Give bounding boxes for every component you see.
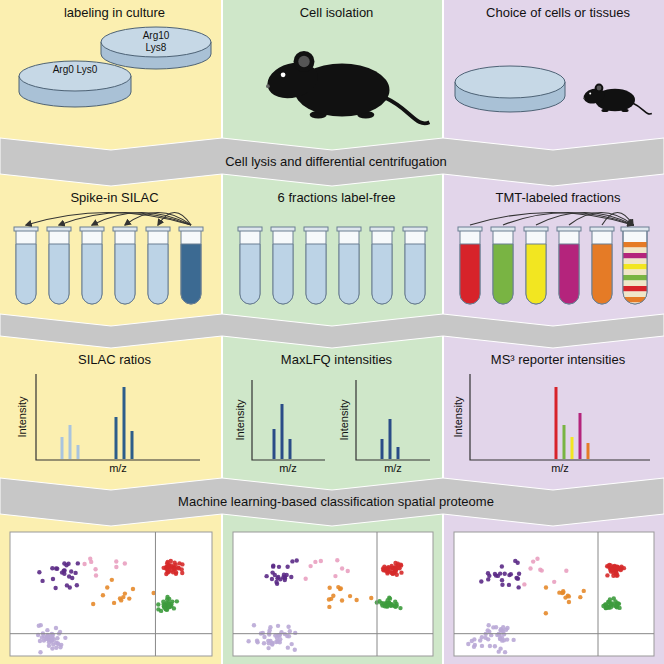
step-label: Machine learning-based classification sp… xyxy=(0,494,664,510)
panel-heading: MS³ reporter intensities xyxy=(444,352,664,368)
transfer-arrow xyxy=(536,213,633,226)
test-tube xyxy=(14,227,38,304)
spectrum-peak xyxy=(273,429,276,459)
test-tube xyxy=(304,227,328,304)
panel-cell: Choice of cells or tissues xyxy=(444,0,664,138)
spectrum-peak xyxy=(579,413,582,459)
test-tube xyxy=(80,227,104,304)
step-band xyxy=(0,314,664,348)
panel-cell: Spike-in SILAC xyxy=(0,186,229,314)
axis-label-y: Intensity xyxy=(338,400,351,441)
plot-axis xyxy=(470,374,650,460)
step-band: Cell lysis and differential centrifugati… xyxy=(0,138,664,186)
test-tube xyxy=(337,227,361,304)
scatter-plot xyxy=(233,532,433,656)
panel-heading: TMT-labeled fractions xyxy=(444,190,664,206)
spectrum-peak xyxy=(115,417,118,459)
spectrum-peak xyxy=(61,437,64,459)
transfer-arrow xyxy=(59,213,191,226)
test-tube xyxy=(590,227,614,304)
transfer-arrow xyxy=(125,213,191,226)
panel-heading: 6 fractions label-free xyxy=(223,190,450,206)
panel-heading: MaxLFQ intensities xyxy=(223,352,450,368)
spectrum-peak xyxy=(289,439,292,459)
transfer-arrow xyxy=(26,213,191,226)
test-tube xyxy=(621,227,649,308)
spectrum-peak xyxy=(555,387,558,459)
test-tube xyxy=(146,227,170,304)
spectrum-peak xyxy=(397,447,400,459)
test-tube xyxy=(524,227,548,304)
plot-axis xyxy=(356,380,430,460)
culture-dish xyxy=(455,66,565,112)
panel-heading: SILAC ratios xyxy=(0,352,229,368)
mouse-icon xyxy=(582,84,652,114)
panel-heading: Cell isolation xyxy=(223,5,450,21)
panel-heading: Spike-in SILAC xyxy=(0,190,229,206)
panel-heading: Choice of cells or tissues xyxy=(444,5,664,21)
axis-label-y: Intensity xyxy=(16,397,29,438)
spectrum-peak xyxy=(69,425,72,459)
test-tube xyxy=(271,227,295,304)
spectrum-peak xyxy=(571,437,574,459)
step-band: Machine learning-based classification sp… xyxy=(0,478,664,526)
mouse-icon xyxy=(263,51,429,123)
spectrum-peak xyxy=(281,404,284,459)
plot-axis xyxy=(252,380,325,460)
transfer-arrow xyxy=(569,213,633,226)
test-tube xyxy=(238,227,262,304)
axis-label-x: m/z xyxy=(551,462,569,475)
spectrum-peak xyxy=(381,439,384,459)
axis-label-y: Intensity xyxy=(452,397,465,438)
spectrum-peak xyxy=(123,387,126,459)
panel-heading: labeling in culture xyxy=(0,5,229,21)
axis-label-y: Intensity xyxy=(234,400,247,441)
spectrum-peak xyxy=(587,443,590,459)
panel-cell: TMT-labeled fractions xyxy=(444,186,664,314)
dish-label: Arg0 Lys0 xyxy=(52,64,98,76)
transfer-arrow xyxy=(470,213,633,226)
test-tube xyxy=(403,227,427,304)
axis-label-x: m/z xyxy=(279,462,297,475)
test-tube xyxy=(458,227,482,304)
spectrum-peak xyxy=(563,425,566,459)
dish-label: Arg10 Lys8 xyxy=(133,30,179,54)
spectrum-peak xyxy=(389,419,392,459)
test-tube xyxy=(557,227,581,304)
test-tube xyxy=(113,227,137,304)
panel-cell: SILAC ratios xyxy=(0,348,229,478)
test-tube xyxy=(179,227,203,304)
panel-cell: 6 fractions label-free xyxy=(223,186,450,314)
axis-label-x: m/z xyxy=(384,462,402,475)
transfer-arrow xyxy=(503,213,633,226)
transfer-arrow xyxy=(92,213,191,226)
panel-cell: labeling in cultureArg10 Lys8Arg0 Lys0 xyxy=(0,0,229,138)
spectrum-peak xyxy=(77,445,80,459)
culture-dish: Arg0 Lys0 xyxy=(18,60,132,110)
panel-cell: Cell isolation xyxy=(223,0,450,138)
spectrum-peak xyxy=(131,431,134,459)
axis-label-x: m/z xyxy=(109,462,127,475)
panel-cell: MS³ reporter intensities xyxy=(444,348,664,478)
step-label: Cell lysis and differential centrifugati… xyxy=(0,154,664,170)
transfer-arrow xyxy=(158,213,191,226)
panel-cell: MaxLFQ intensities xyxy=(223,348,450,478)
culture-dish: Arg10 Lys8 xyxy=(100,26,212,72)
transfer-arrow xyxy=(602,213,633,226)
test-tube xyxy=(491,227,515,304)
scatter-plot xyxy=(10,532,212,656)
test-tube xyxy=(370,227,394,304)
plot-axis xyxy=(36,374,200,460)
test-tube xyxy=(47,227,71,304)
scatter-plot xyxy=(454,532,654,656)
